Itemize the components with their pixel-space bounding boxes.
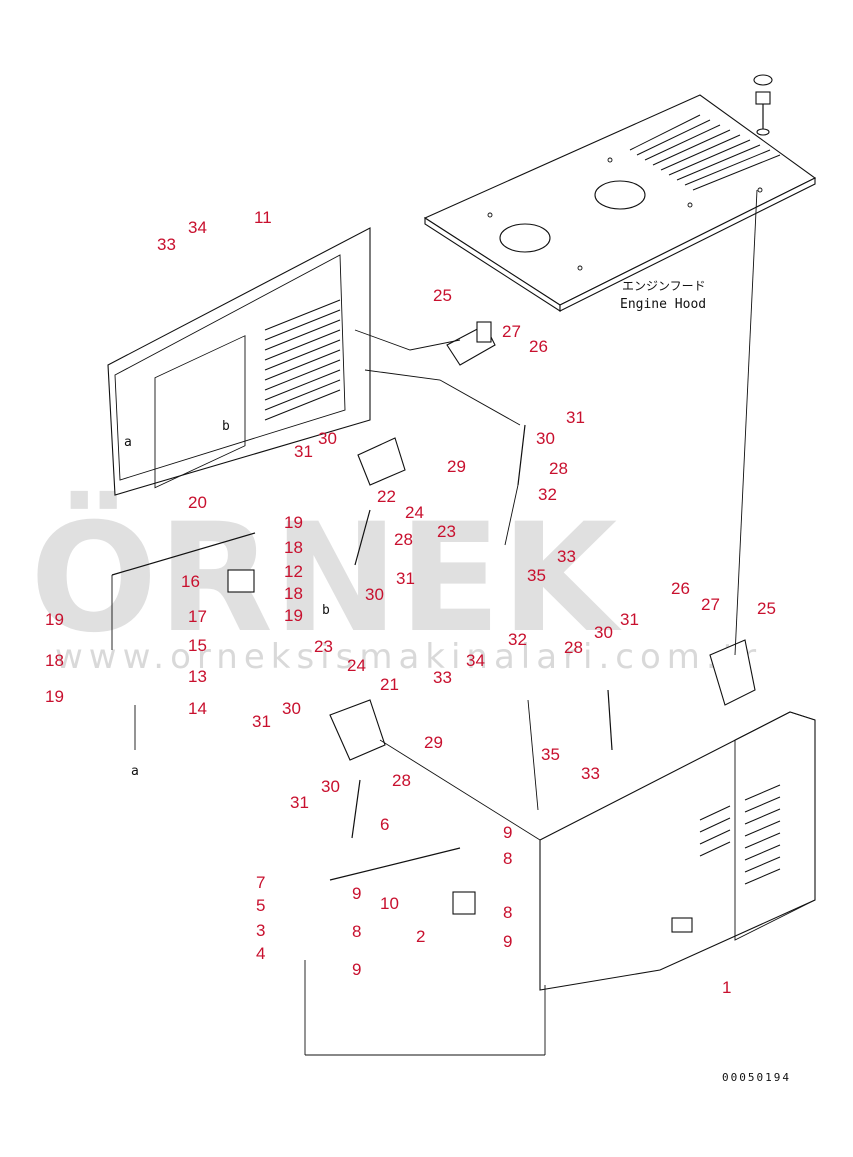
callout: 31 (252, 712, 271, 731)
callout: 28 (549, 459, 568, 478)
callout: 28 (564, 638, 583, 657)
callout: 14 (188, 699, 207, 718)
view-marker-a-top: a (124, 435, 132, 450)
callout: 28 (394, 530, 413, 549)
door-vent-slots (264, 299, 341, 421)
callout: 20 (188, 493, 207, 512)
callout: 19 (284, 606, 303, 625)
callout: 30 (321, 777, 340, 796)
callout: 31 (620, 610, 639, 629)
callout: 30 (365, 585, 384, 604)
watermark-url: www.orneksismakinalari.com.tr (55, 637, 762, 677)
view-marker-a-bottom: a (131, 764, 139, 779)
callout: 34 (466, 651, 485, 670)
view-marker-b-top: b (222, 419, 230, 434)
callout: 2 (416, 927, 425, 946)
callout: 30 (536, 429, 555, 448)
callout: 9 (352, 960, 361, 979)
gas-springs (351, 424, 613, 839)
callout: 33 (433, 668, 452, 687)
callout: 8 (503, 849, 512, 868)
callout: 12 (284, 562, 303, 581)
callout: 23 (437, 522, 456, 541)
hood-vent-slots (629, 114, 781, 191)
callout: 32 (508, 630, 527, 649)
callout: 25 (757, 599, 776, 618)
callout: 16 (181, 572, 200, 591)
hood-label-jp: エンジンフード (622, 279, 706, 293)
callout: 19 (45, 687, 64, 706)
callout: 24 (405, 503, 424, 522)
callout: 31 (294, 442, 313, 461)
callout: 31 (396, 569, 415, 588)
callout: 27 (701, 595, 720, 614)
callout: 10 (380, 894, 399, 913)
callout: 26 (529, 337, 548, 356)
callout: 8 (503, 903, 512, 922)
callout: 9 (352, 884, 361, 903)
callout: 29 (424, 733, 443, 752)
callout: 18 (45, 651, 64, 670)
callout: 30 (318, 429, 337, 448)
callout: 33 (157, 235, 176, 254)
cover-vent-slots (699, 784, 781, 885)
hinge-right (709, 639, 756, 706)
watermark: ÖRNEK www.orneksismakinalari.com.tr (30, 490, 762, 677)
callout: 24 (347, 656, 366, 675)
callout: 31 (290, 793, 309, 812)
callout-numbers: 34 33 11 25 27 26 31 30 28 30 31 29 22 2… (45, 208, 776, 997)
callout: 17 (188, 607, 207, 626)
hinge-upper (446, 321, 496, 366)
callout: 23 (314, 637, 333, 656)
engine-hood: エンジンフード Engine Hood (423, 74, 817, 313)
callout: 22 (377, 487, 396, 506)
callout: 27 (502, 322, 521, 341)
left-door-panel: a b (107, 227, 371, 496)
callout: 30 (594, 623, 613, 642)
callout: 28 (392, 771, 411, 790)
view-marker-b-bottom: b (322, 603, 330, 618)
callout: 11 (254, 208, 272, 227)
callout: 19 (284, 513, 303, 532)
callout: 6 (380, 815, 389, 834)
callout: 30 (282, 699, 301, 718)
callout: 29 (447, 457, 466, 476)
callout: 33 (581, 764, 600, 783)
callout: 3 (256, 921, 265, 940)
callout: 34 (188, 218, 207, 237)
drawing-number: 00050194 (722, 1071, 791, 1084)
stay-rods (504, 484, 539, 811)
callout: 32 (538, 485, 557, 504)
callout: 21 (380, 675, 399, 694)
hinge-left (329, 699, 386, 761)
callout: 35 (541, 745, 560, 764)
callout: 35 (527, 566, 546, 585)
callout: 15 (188, 636, 207, 655)
hood-label-en: Engine Hood (620, 297, 706, 312)
watermark-brand: ÖRNEK (30, 490, 622, 666)
callout: 4 (256, 944, 265, 963)
callout: 9 (503, 932, 512, 951)
reference-lines (111, 189, 758, 1056)
callout: 5 (256, 896, 265, 915)
callout: 33 (557, 547, 576, 566)
hinge-mid (357, 437, 406, 486)
callout: 9 (503, 823, 512, 842)
hood-cap (753, 74, 773, 86)
callout: 8 (352, 922, 361, 941)
callout: 1 (722, 978, 731, 997)
callout: 31 (566, 408, 585, 427)
callout: 25 (433, 286, 452, 305)
callout: 19 (45, 610, 64, 629)
callout: 18 (284, 538, 303, 557)
callout: 26 (671, 579, 690, 598)
callout: 18 (284, 584, 303, 603)
latch-parts (111, 532, 476, 915)
right-side-cover (539, 711, 816, 991)
callout: 7 (256, 873, 265, 892)
callout: 13 (188, 667, 207, 686)
